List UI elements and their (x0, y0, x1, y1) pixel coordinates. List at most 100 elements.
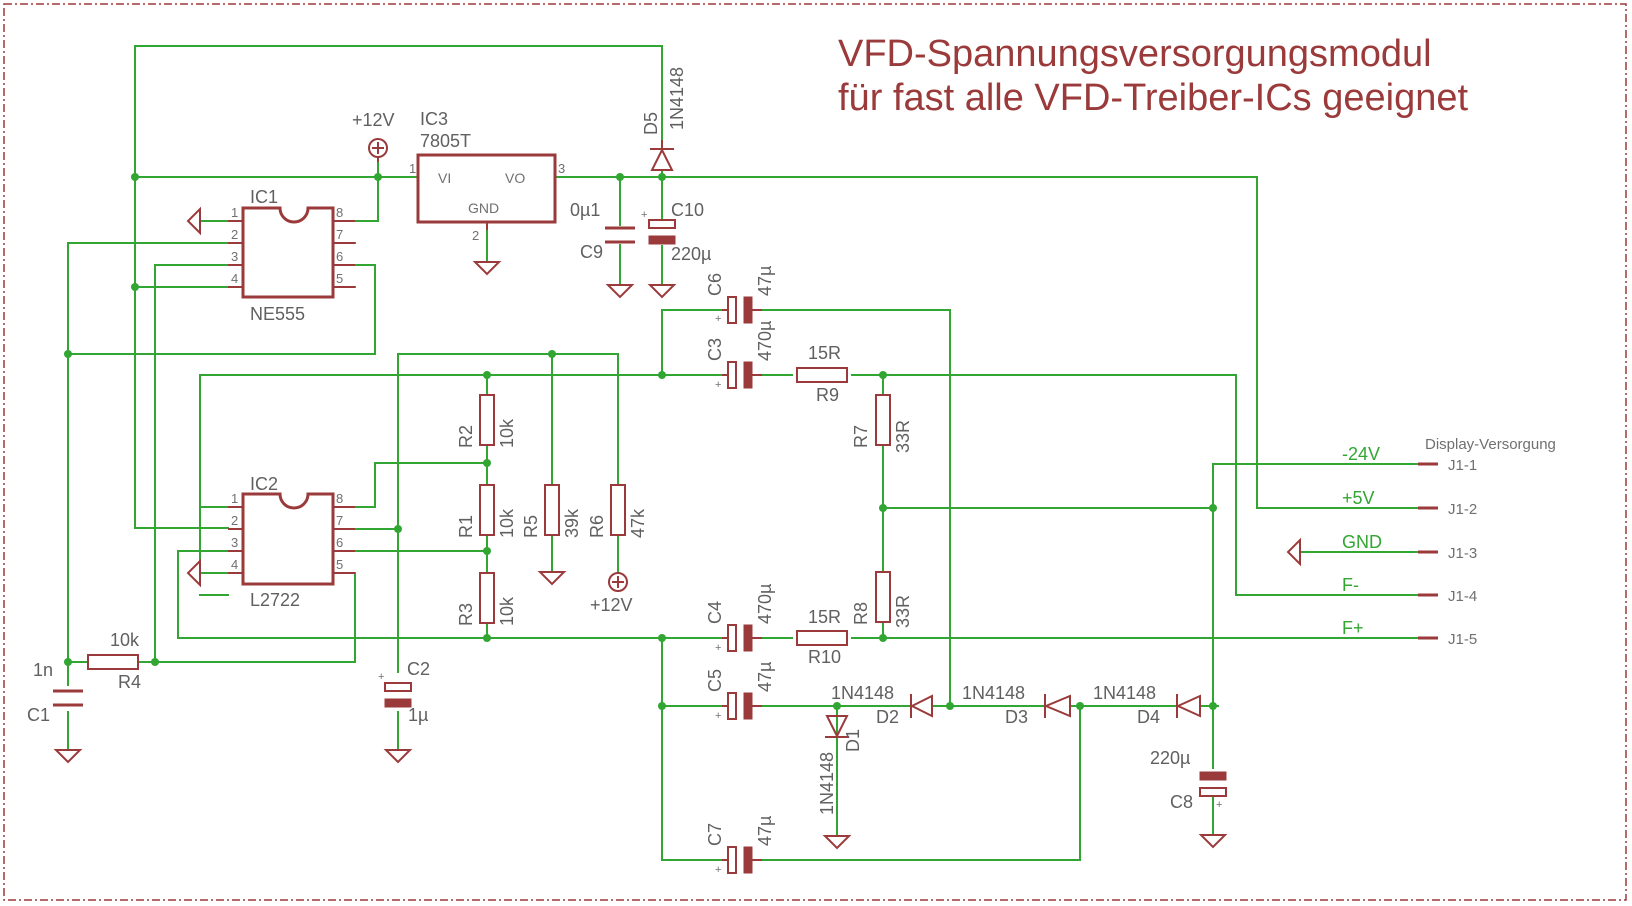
c2-value: 1µ (408, 705, 428, 725)
ic3-gnd-label: GND (468, 200, 499, 216)
r5-value: 39k (562, 508, 582, 538)
ic2-pin-1: 1 (231, 491, 238, 506)
resistor-r5: R5 39k (521, 484, 582, 538)
resistor-r3: R3 10k (456, 572, 517, 626)
capacitor-c3: + C3 470µ (705, 321, 775, 391)
c4-value: 470µ (755, 584, 775, 624)
ic3-pin-2: 2 (472, 228, 479, 243)
r9-value: 15R (808, 343, 841, 363)
signal-j1-1: -24V (1342, 444, 1380, 464)
ground-icon (537, 571, 567, 586)
c8-name: C8 (1170, 792, 1193, 812)
capacitor-c4: + C4 470µ (705, 584, 775, 654)
ic3-regulator: IC3 7805T VI VO GND 1 3 2 (409, 109, 565, 243)
diode-d5: D5 1N4148 (641, 67, 687, 171)
c5-name: C5 (705, 669, 725, 692)
svg-text:+: + (715, 642, 721, 654)
c1-value: 1n (33, 660, 53, 680)
connector-j1: Display-Versorgung -24V J1-1 +5V J1-2 GN… (1342, 436, 1556, 648)
c7-name: C7 (705, 823, 725, 846)
ic1-type: NE555 (250, 304, 305, 324)
c7-value: 47µ (755, 816, 775, 846)
svg-text:+: + (715, 864, 721, 876)
d5-value: 1N4148 (667, 67, 687, 130)
resistor-r10: 15R R10 (796, 607, 848, 667)
d5-name: D5 (641, 112, 661, 135)
ic3-name: IC3 (420, 109, 448, 129)
pin-j1-3: J1-3 (1448, 545, 1477, 562)
ic3-pin-3: 3 (558, 161, 565, 176)
ic2-l2722: IC2 L2722 1 2 3 4 8 7 6 5 (228, 474, 355, 610)
ground-icon (1286, 537, 1301, 567)
signal-j1-3: GND (1342, 532, 1382, 552)
resistor-r1: R1 10k (456, 484, 517, 538)
c3-value: 470µ (755, 321, 775, 361)
capacitor-c2: + C2 1µ (378, 659, 430, 725)
signal-j1-4: F- (1342, 575, 1359, 595)
r2-value: 10k (497, 418, 517, 448)
d1-value: 1N4148 (817, 752, 837, 815)
c3-name: C3 (705, 338, 725, 361)
ic3-pin-1: 1 (409, 161, 416, 176)
r6-name: R6 (587, 515, 607, 538)
resistor-r9: 15R R9 (796, 343, 848, 405)
svg-text:+: + (378, 671, 384, 683)
supply-12v-bottom-label: +12V (590, 595, 633, 615)
supply-12v-bottom: +12V (590, 572, 633, 615)
c4-name: C4 (705, 601, 725, 624)
title-line-1: VFD-Spannungsversorgungsmodul (838, 33, 1432, 75)
c5-value: 47µ (755, 662, 775, 692)
junction-dots (64, 173, 1217, 710)
ic2-name: IC2 (250, 474, 278, 494)
ic1-pin-7: 7 (336, 227, 343, 242)
c8-value: 220µ (1150, 748, 1190, 768)
capacitor-c10: + C10 220µ (641, 200, 711, 264)
ground-icon (822, 835, 852, 850)
svg-text:+: + (715, 313, 721, 325)
ic1-ne555: IC1 NE555 1 2 3 4 8 7 6 5 (228, 187, 355, 324)
ground-icon (186, 206, 201, 236)
r9-name: R9 (816, 385, 839, 405)
ic2-pin-3: 3 (231, 535, 238, 550)
ic3-vo-label: VO (505, 170, 525, 186)
svg-text:+: + (1216, 799, 1222, 811)
ic3-vi-label: VI (438, 170, 451, 186)
ic2-pin-7: 7 (336, 513, 343, 528)
connector-title: Display-Versorgung (1425, 436, 1556, 453)
ic1-pin-3: 3 (231, 249, 238, 264)
d3-value: 1N4148 (962, 683, 1025, 703)
c10-value: 220µ (671, 244, 711, 264)
c6-value: 47µ (755, 266, 775, 296)
pin-j1-4: J1-4 (1448, 588, 1477, 605)
c10-name: C10 (671, 200, 704, 220)
pin-j1-2: J1-2 (1448, 501, 1477, 518)
r10-value: 15R (808, 607, 841, 627)
ground-icon (383, 749, 413, 764)
ic1-pin-6: 6 (336, 249, 343, 264)
ground-symbols (53, 206, 1301, 850)
r3-value: 10k (497, 596, 517, 626)
capacitor-c5: + C5 47µ (705, 662, 775, 722)
ic2-pin-4: 4 (231, 557, 238, 572)
resistor-r7: R7 33R (851, 394, 913, 453)
capacitor-c7: + C7 47µ (705, 816, 775, 876)
ic1-pin-4: 4 (231, 271, 238, 286)
ground-icon (647, 284, 677, 299)
d2-name: D2 (876, 707, 899, 727)
ground-icon (1198, 834, 1228, 849)
r3-name: R3 (456, 603, 476, 626)
c2-name: C2 (407, 659, 430, 679)
r5-name: R5 (521, 515, 541, 538)
title-line-2: für fast alle VFD-Treiber-ICs geeignet (838, 77, 1468, 119)
r6-value: 47k (628, 508, 648, 538)
wires (67, 45, 1419, 861)
r10-name: R10 (808, 647, 841, 667)
d4-value: 1N4148 (1093, 683, 1156, 703)
ic1-name: IC1 (250, 187, 278, 207)
capacitor-c8: + 220µ C8 (1150, 748, 1227, 812)
svg-text:+: + (641, 209, 647, 221)
supply-12v-top-label: +12V (352, 110, 395, 130)
capacitor-c1: 1n C1 (27, 660, 83, 725)
diode-d4: 1N4148 D4 (1093, 683, 1201, 727)
